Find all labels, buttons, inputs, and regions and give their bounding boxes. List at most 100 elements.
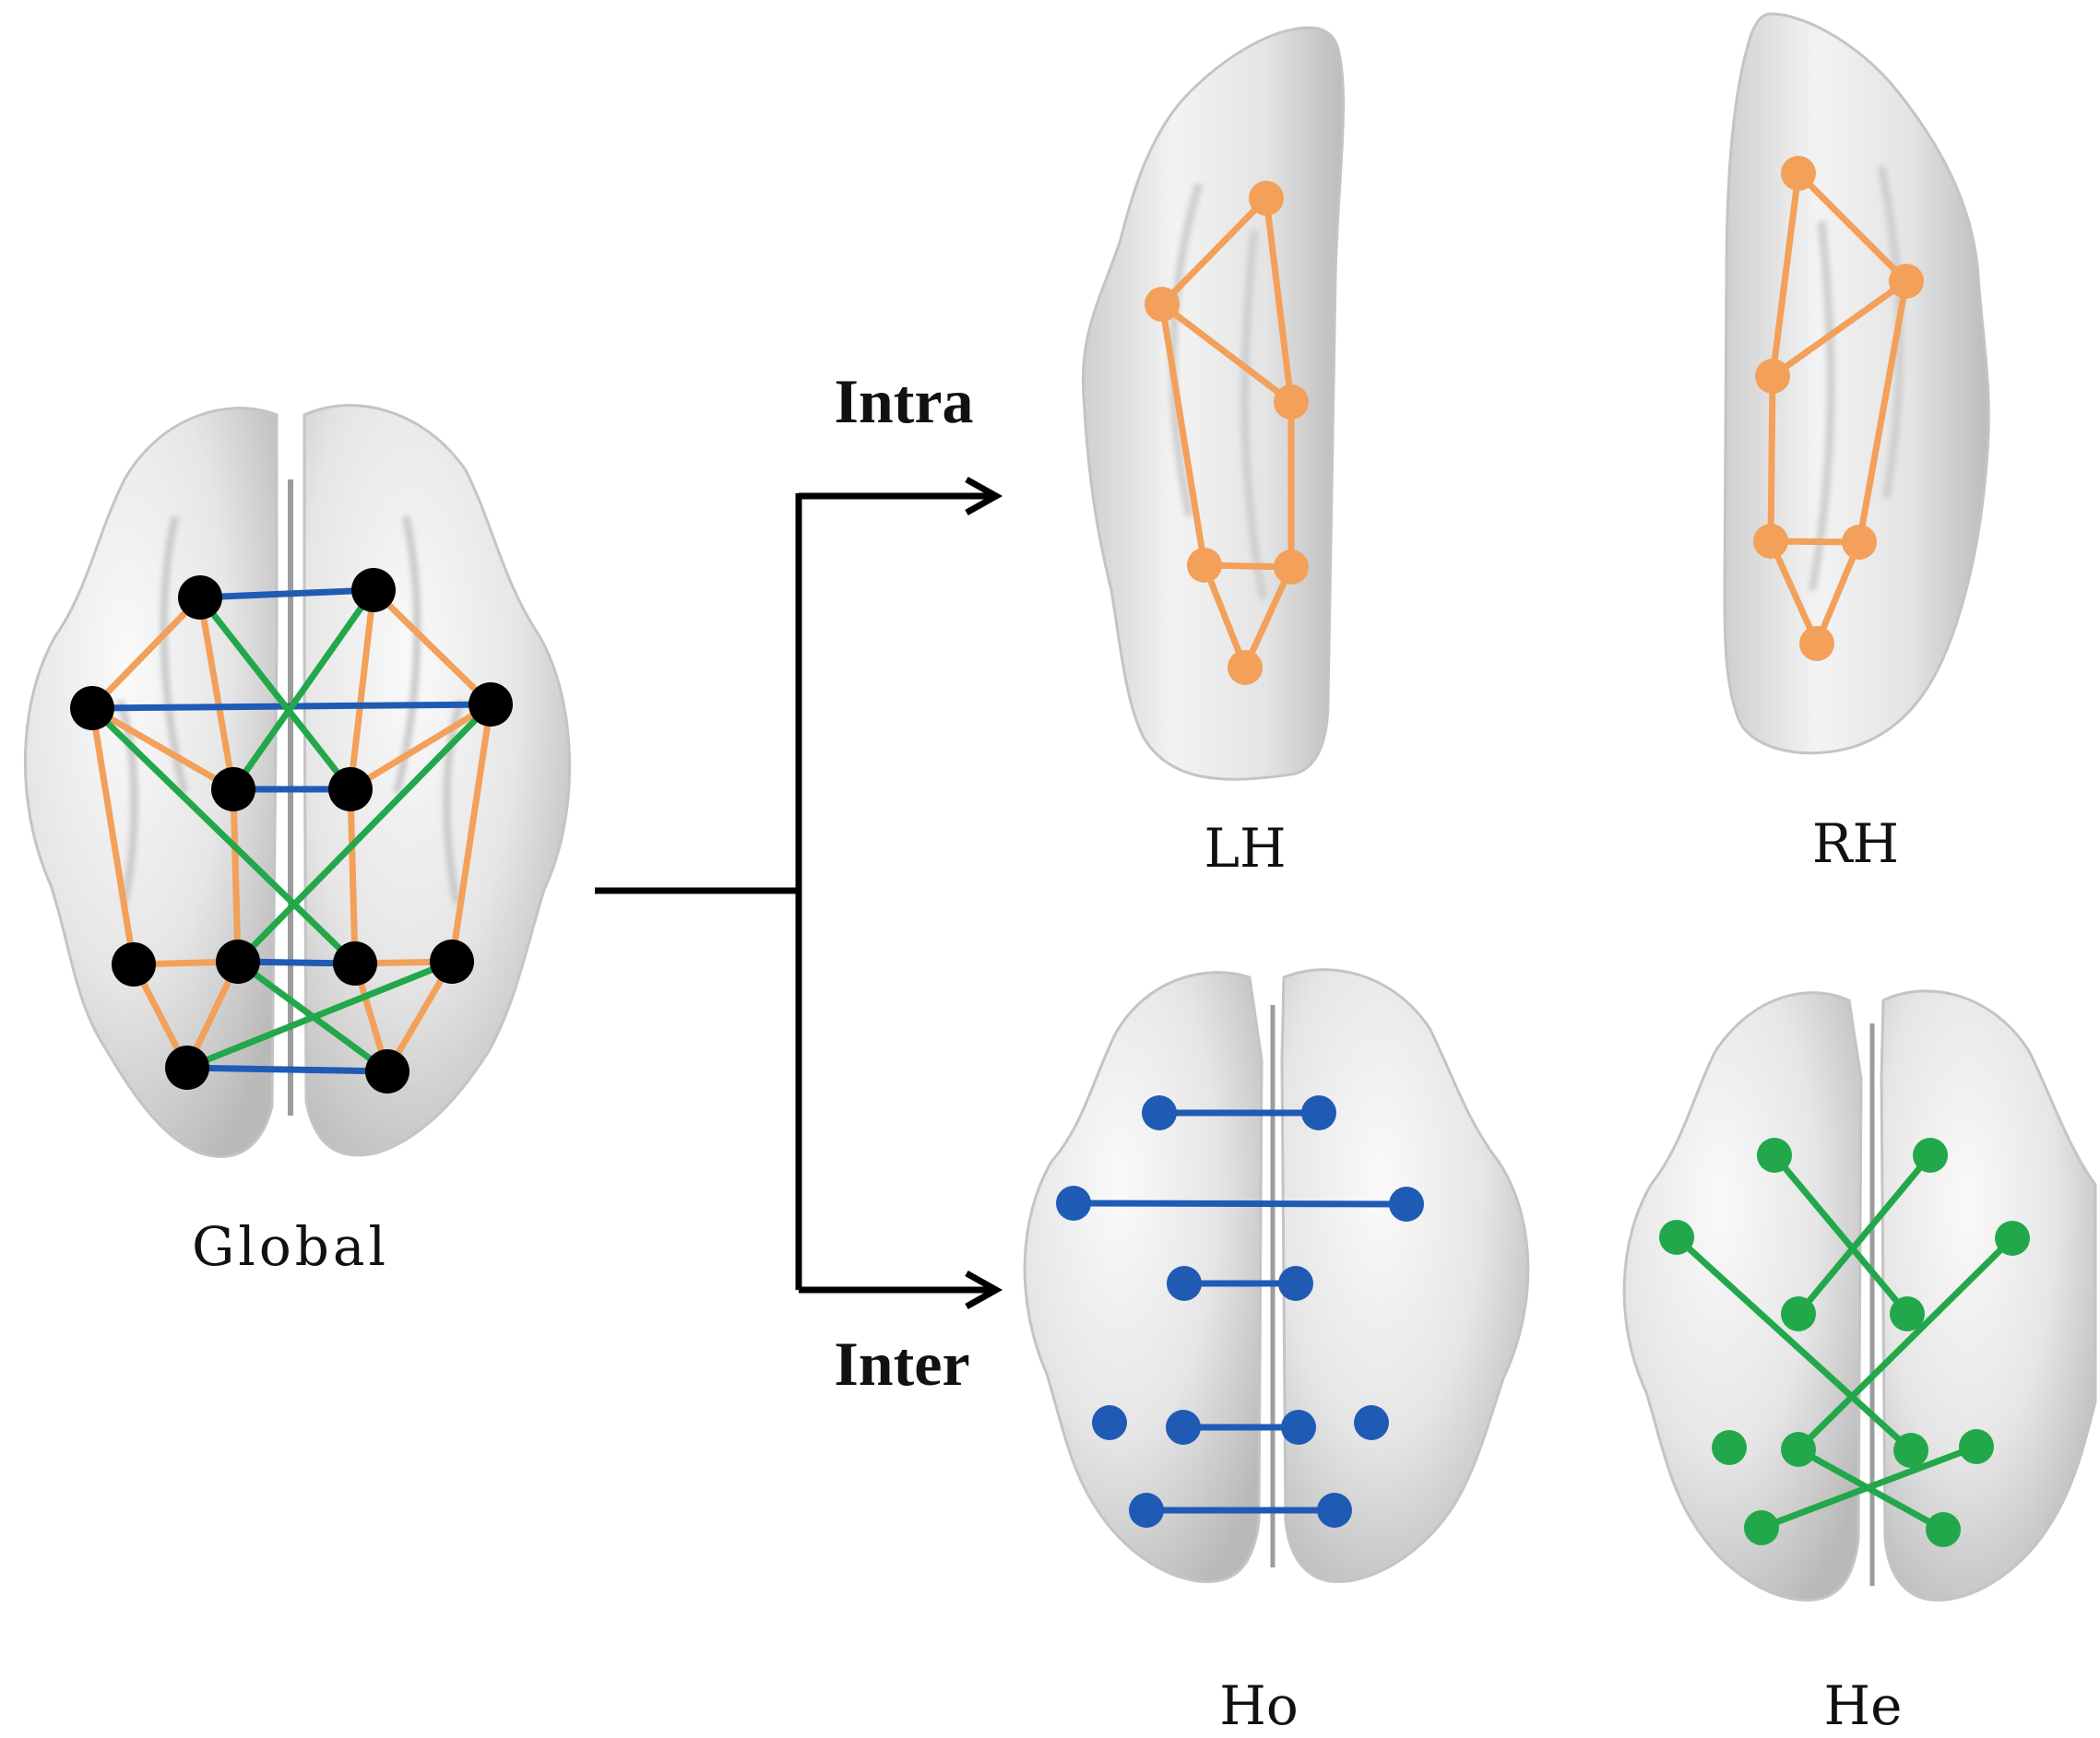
he-node [1995,1221,2030,1256]
he-node [1757,1138,1792,1173]
he-node [1744,1510,1779,1545]
global-node [430,940,474,984]
ho-brain-left-hemisphere [1023,971,1264,1584]
ho-node [1317,1493,1352,1528]
ho-node [1166,1410,1201,1445]
global-node [216,940,260,984]
global-heterotopic-edge [234,701,494,965]
global-intra-edge [347,786,359,967]
lh-node [1145,287,1180,322]
ho-node [1129,1493,1164,1528]
rh-node [1799,626,1834,661]
he-edge [1795,1446,1947,1533]
he-node [1959,1429,1994,1464]
he-edge [1795,1152,1934,1318]
global-node [351,568,396,612]
lh-edge [1158,195,1270,308]
global-node [112,942,156,987]
global-node [365,1049,409,1094]
he-brain [1622,989,2097,1602]
global-intra-edge [89,704,137,968]
rh-edge [1769,170,1802,380]
ho-node [1056,1186,1091,1221]
network-nodes [70,156,2030,1547]
ho-brain [1023,968,1530,1584]
label-ho: Ho [1219,1674,1299,1737]
lh-node [1228,650,1263,685]
he-edge [1673,1234,1915,1454]
global-node [165,1046,209,1090]
rh-edge [1795,170,1910,285]
global-heterotopic-edge [89,704,359,967]
he-node [1659,1220,1694,1255]
global-intra-edge [347,701,494,793]
label-intra: Intra [834,366,973,436]
he-node [1712,1430,1747,1465]
global-intra-edge [196,594,237,793]
lh-sulcus [1169,183,1268,600]
global-node [328,767,373,811]
label-he: He [1824,1674,1903,1737]
global-brain-sulcus [116,515,465,904]
rh-node [1889,264,1924,299]
lh-edge [1201,562,1249,671]
he-node [1781,1296,1816,1331]
ho-brain-right-hemisphere [1280,968,1530,1584]
rh-edge [1856,278,1910,546]
label-rh: RH [1812,812,1899,875]
global-intra-edge [89,594,204,712]
rh-edge [1767,372,1776,545]
global-heterotopic-edge [196,594,354,793]
global-homotopic-edge [184,1064,391,1075]
global-heterotopic-edge [184,958,456,1071]
he-edge [1795,1235,2016,1453]
global-node [211,767,255,811]
ho-node [1389,1187,1424,1222]
lh-edge [1241,563,1295,671]
he-edge [1771,1152,1911,1318]
arrow-head-intra [965,476,1003,516]
lh-node [1249,181,1284,216]
rh-node [1753,524,1788,559]
global-node [178,575,222,620]
rh-edge [1769,278,1910,380]
ho-node [1142,1095,1177,1130]
global-intra-edge [89,704,237,793]
he-node [1890,1296,1925,1331]
rh-edge [1767,538,1821,647]
global-intra-edge [230,786,242,965]
global-intra-edge [370,586,494,708]
global-heterotopic-edge [234,958,391,1075]
lh-node [1274,550,1309,585]
rh-hemisphere [1723,12,1990,755]
label-inter: Inter [834,1329,969,1399]
ho-node [1278,1266,1313,1301]
arrow-head-inter [965,1270,1003,1310]
label-global: Global [192,1215,389,1278]
global-homotopic-edge [196,586,377,601]
ho-node [1092,1405,1127,1440]
bracket-arrows [595,476,1003,1310]
global-heterotopic-edge [230,586,377,793]
ho-node [1167,1266,1202,1301]
he-node [1913,1138,1948,1173]
label-lh: LH [1204,817,1286,880]
he-brain-right-hemisphere [1880,989,2097,1602]
lh-edge [1263,195,1295,406]
he-node [1781,1432,1816,1467]
global-intra-edge [448,701,494,965]
ho-node [1301,1095,1336,1130]
ho-node [1354,1405,1389,1440]
lh-node [1274,384,1309,420]
rh-node [1755,359,1790,394]
rh-node [1842,525,1877,560]
rh-edge [1813,538,1863,647]
he-node [1893,1433,1928,1468]
ho-edge [1070,1200,1410,1208]
lh-edge [1158,301,1208,569]
ho-node [1281,1410,1316,1445]
global-node [70,686,114,730]
lh-edge [1158,301,1295,406]
